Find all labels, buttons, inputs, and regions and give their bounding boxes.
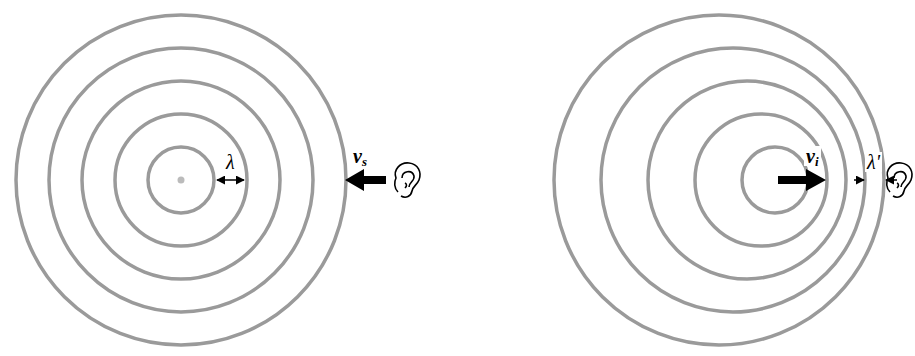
wavelength-label: λ xyxy=(224,152,237,172)
velocity-label: vs xyxy=(351,146,369,166)
velocity-label: vi xyxy=(804,146,821,166)
source-dot xyxy=(178,177,185,184)
wavefronts-moving xyxy=(554,15,884,345)
wavelength-arrow xyxy=(854,179,864,181)
wavelength-label: λ' xyxy=(865,152,882,172)
ear-icon xyxy=(395,163,420,197)
wavelength-arrow xyxy=(217,179,244,181)
ear-icon xyxy=(887,163,912,197)
velocity-arrow xyxy=(345,169,386,191)
velocity-arrow xyxy=(778,169,826,191)
wavefronts-stationary xyxy=(16,15,346,345)
